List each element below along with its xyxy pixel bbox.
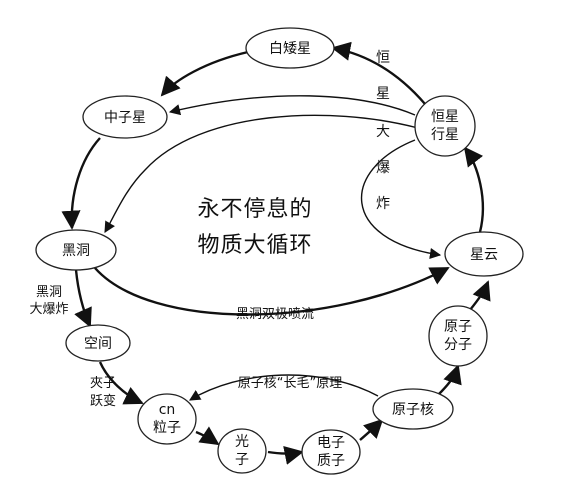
center-title-line1: 永不停息的 [197, 197, 312, 222]
edge-whitedwarf-to-neutronstar [160, 50, 249, 97]
node-nebula: 星云 [444, 231, 524, 277]
node-neutron-star: 中子星 [82, 95, 168, 139]
node-stellar: 恒星 行星 [414, 95, 476, 157]
electron-label-1: 电子 [317, 435, 345, 451]
electron-label-2: 质子 [317, 453, 345, 469]
node-photon: 光 子 [217, 428, 267, 474]
cn-label-2: 粒子 [153, 420, 181, 436]
hair-principle-label: 原子核“长毛”原理 [238, 376, 342, 391]
edge-nucleus-to-atom [437, 364, 462, 396]
photon-label-2: 子 [235, 452, 249, 468]
node-nucleus: 原子核 [372, 388, 454, 430]
supernova-label: 恒 星 大 爆 炸 [376, 50, 390, 212]
node-cn-particle: cn 粒子 [137, 393, 197, 445]
node-black-hole: 黑洞 [35, 229, 117, 271]
stellar-label-2: 行星 [431, 127, 459, 143]
atom-label-2: 分子 [444, 337, 472, 353]
blackhole-explosion-label: 黑洞 大爆炸 [29, 285, 68, 317]
edge-neutronstar-to-blackhole [61, 137, 101, 230]
node-electron-proton: 电子 质子 [301, 429, 361, 475]
edge-stellar-to-neutronstar [168, 95, 416, 116]
quark-line2: 跃变 [90, 393, 116, 409]
edge-space-to-cn [98, 361, 144, 405]
space-label: 空间 [84, 336, 112, 352]
edge-stellar-to-whitedwarf [331, 41, 426, 105]
edge-nucleus-to-cn [189, 374, 379, 401]
center-title: 永不停息的 物质大循环 [197, 197, 312, 258]
node-white-dwarf: 白矮星 [245, 27, 335, 69]
stellar-label-1: 恒星 [431, 109, 459, 125]
bh-explosion-line2: 大爆炸 [29, 302, 68, 317]
supernova-char-4: 爆 [376, 160, 390, 176]
photon-label-1: 光 [235, 434, 249, 450]
supernova-char-1: 恒 [376, 50, 390, 66]
quark-line1: 夾子 [90, 376, 116, 391]
bipolar-jet-text: 黑洞双极喷流 [236, 307, 314, 322]
edge-stellar-to-nebula [361, 139, 442, 260]
edge-blackhole-jet-to-nebula [94, 266, 450, 316]
bipolar-jet-label: 黑洞双极喷流 [236, 307, 314, 322]
edge-cn-to-photon [195, 426, 220, 446]
edge-electron-to-nucleus [359, 418, 384, 441]
atom-label-1: 原子 [444, 319, 472, 335]
neutron-star-label: 中子星 [104, 110, 146, 126]
quark-transition-label: 夾子 跃变 [90, 376, 116, 409]
node-space: 空间 [65, 324, 131, 362]
edge-nebula-to-stellar [463, 146, 484, 233]
supernova-char-2: 星 [376, 86, 390, 102]
supernova-char-5: 炸 [376, 196, 390, 212]
nebula-label: 星云 [470, 247, 498, 263]
cn-label-1: cn [159, 402, 176, 418]
edge-atom-to-nebula [469, 280, 491, 311]
edge-blackhole-to-space [74, 269, 92, 328]
node-atom-molecule: 原子 分子 [428, 305, 488, 367]
edge-photon-to-electron [267, 445, 304, 465]
supernova-char-3: 大 [376, 124, 390, 140]
black-hole-label: 黑洞 [62, 243, 90, 259]
center-title-line2: 物质大循环 [197, 233, 312, 258]
white-dwarf-label: 白矮星 [269, 41, 311, 57]
nucleus-label: 原子核 [392, 402, 434, 418]
bh-explosion-line1: 黑洞 [36, 285, 62, 300]
edge-stellar-to-blackhole [104, 114, 419, 233]
hair-principle-text: 原子核“长毛”原理 [238, 376, 342, 391]
